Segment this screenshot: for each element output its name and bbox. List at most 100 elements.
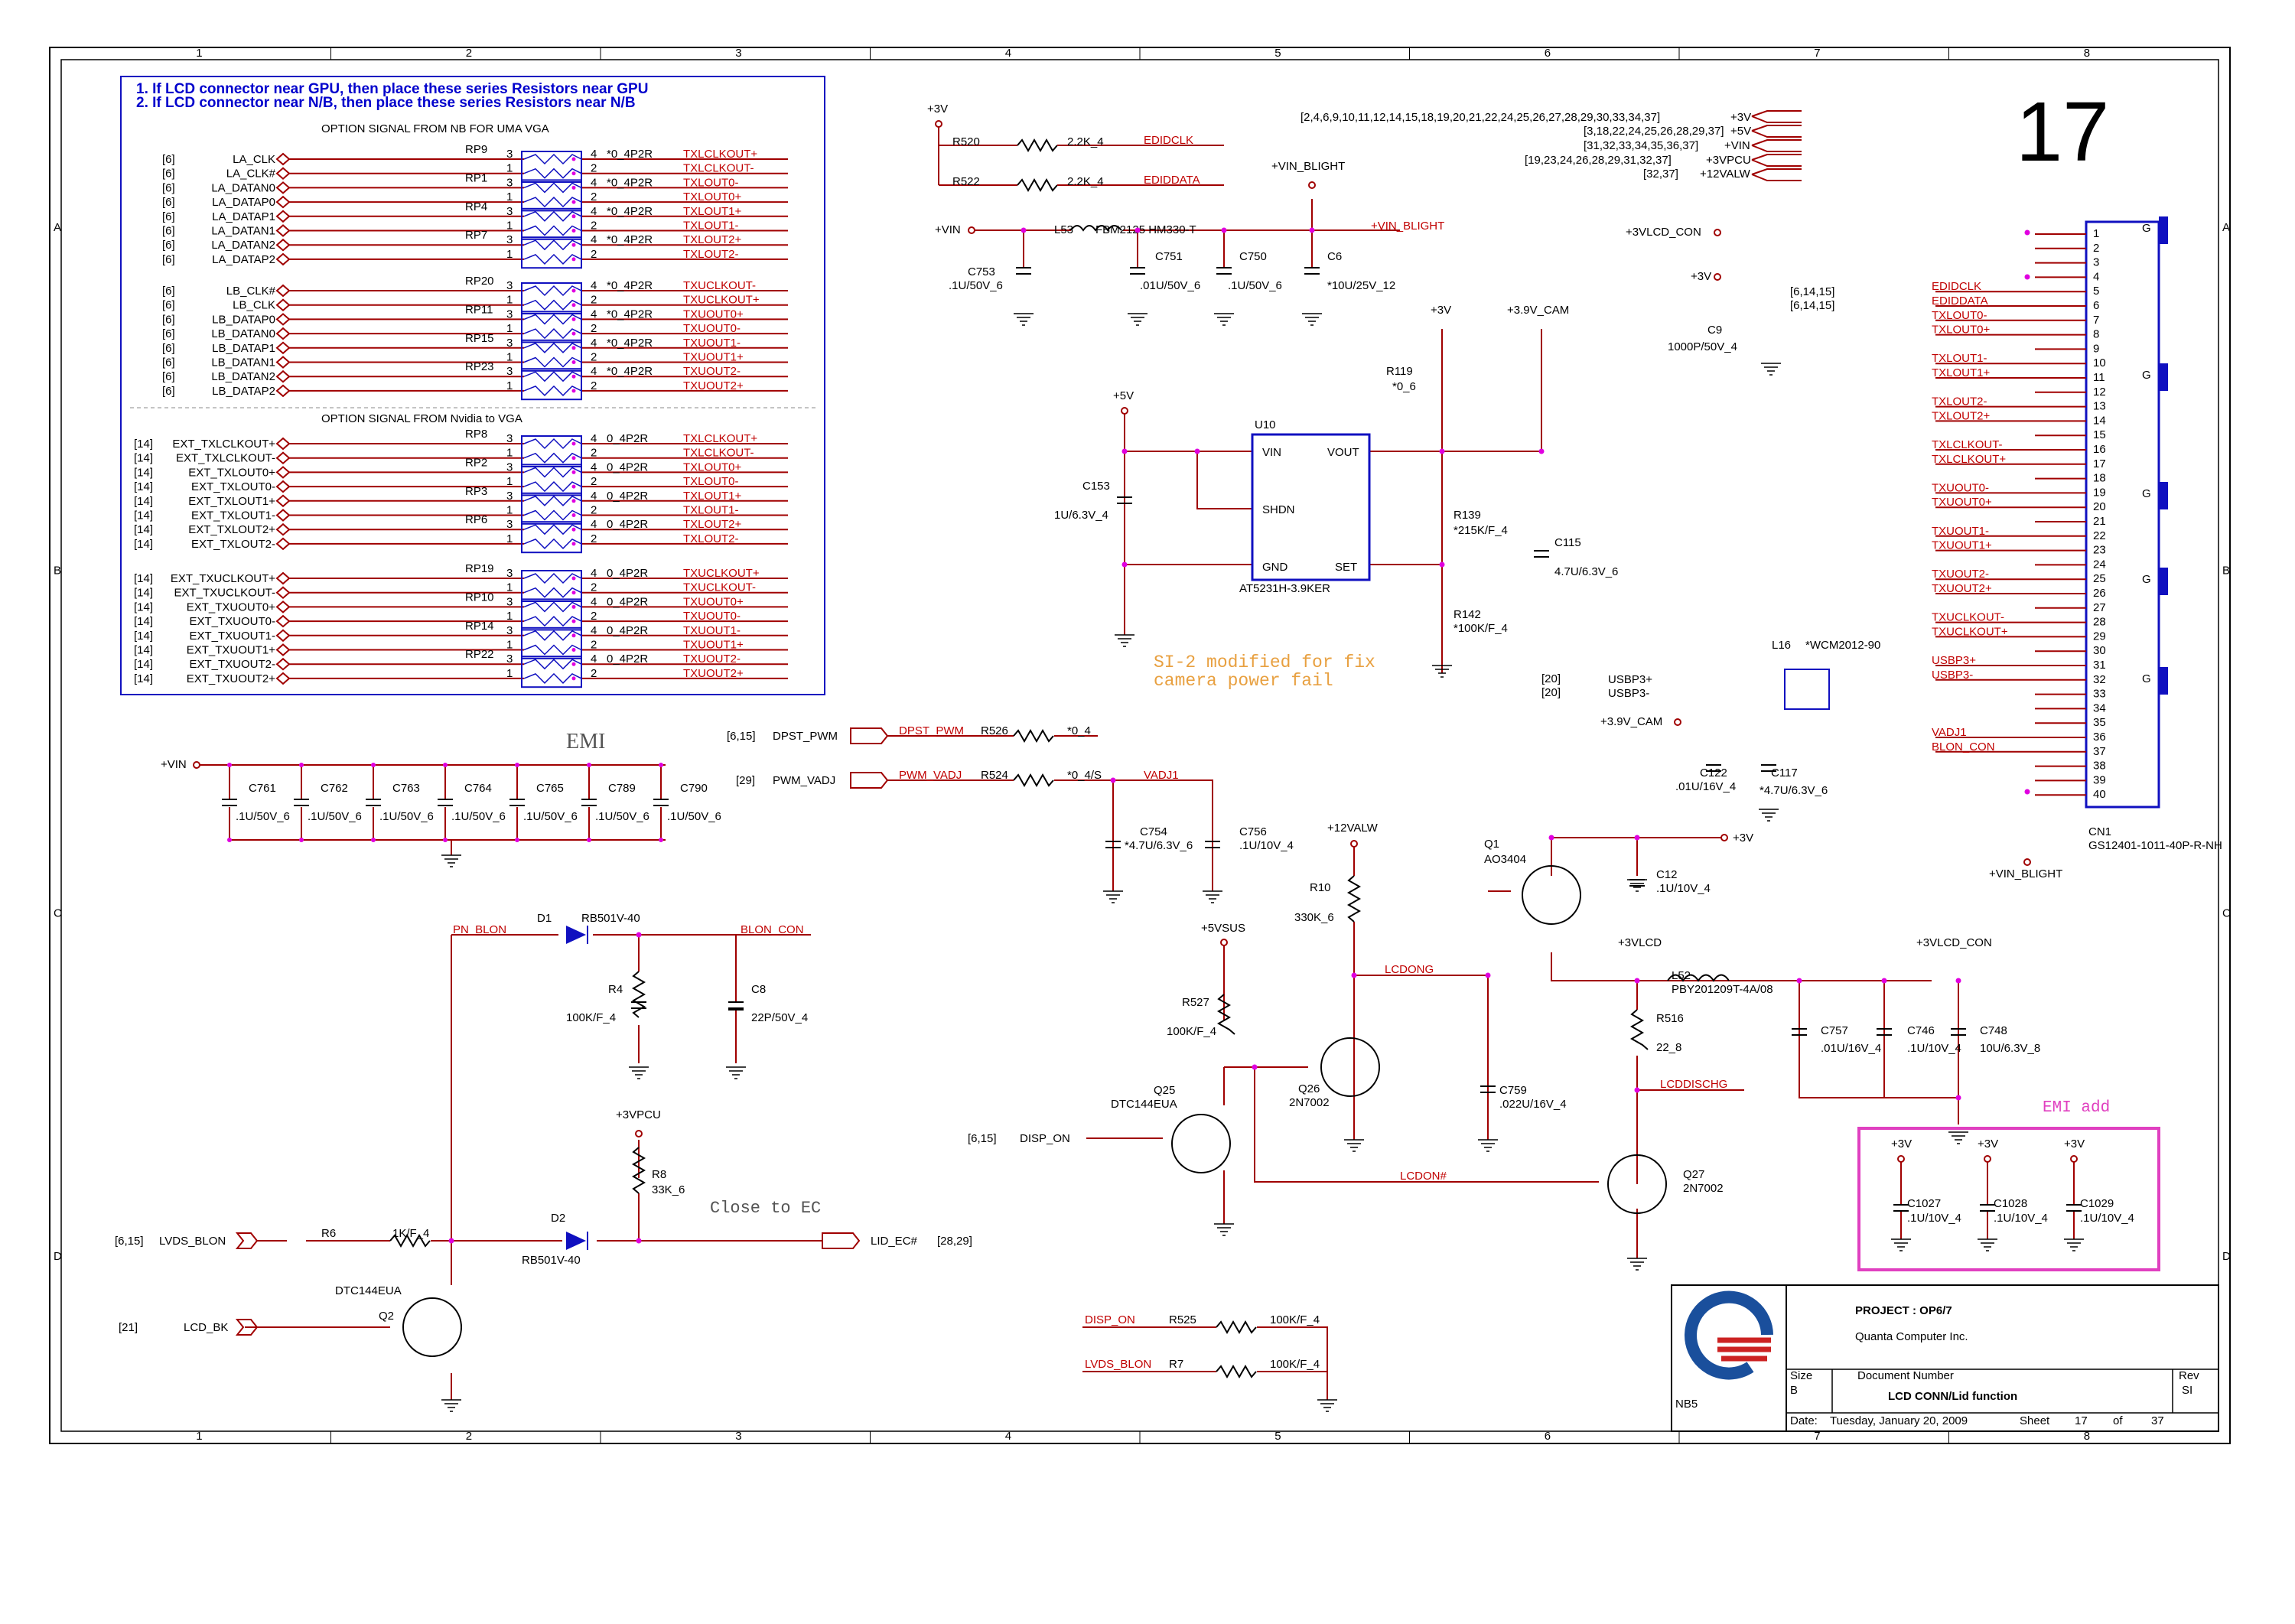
cn1-pin-number: 6 xyxy=(2093,299,2099,312)
r10-val: 330K_6 xyxy=(1294,911,1334,924)
date-value: Tuesday, January 20, 2009 xyxy=(1830,1414,1968,1427)
cn1-pin-number: 10 xyxy=(2093,356,2106,369)
rpack-pin-right: 2 xyxy=(591,667,597,680)
cn1-pin-number: 33 xyxy=(2093,688,2106,701)
c115-ref: C115 xyxy=(1554,536,1581,549)
cn1-signal: EDIDCLK xyxy=(1932,280,1981,293)
rpack-pin-right: 2 xyxy=(591,475,597,488)
rpack-input-ref: [6] xyxy=(162,168,175,181)
zone-col-top: 7 xyxy=(1814,47,1820,60)
rpack-value: *0_4P2R xyxy=(607,148,653,161)
cn1-ground-tab: G xyxy=(2142,672,2151,685)
cn1-signal: TXLOUT1+ xyxy=(1932,366,1991,379)
rpack-input-net: EXT_TXUOUT2+ xyxy=(187,672,276,685)
rpack-input-net: LB_DATAN1 xyxy=(211,356,275,369)
cn1-signal: VADJ1 xyxy=(1932,726,1967,739)
net-pwm-vadj: PWM_VADJ xyxy=(899,769,962,782)
r7-val: 100K/F_4 xyxy=(1270,1358,1320,1371)
rail-vin-blight-bottom: +VIN_BLIGHT xyxy=(1989,867,2062,880)
rpack-pin-left: 1 xyxy=(506,294,513,307)
rpack-output-net: TXUOUT0- xyxy=(683,322,741,335)
vadj-ref: [29] xyxy=(736,774,755,787)
cn1-ground-tab: G xyxy=(2142,369,2151,382)
rpack-value: 0_4P2R xyxy=(607,624,648,637)
c753-ref: C753 xyxy=(968,265,995,278)
rpack-ref: RP23 xyxy=(465,360,494,373)
cn1-pin-number: 32 xyxy=(2093,673,2106,686)
net-blon-con: BLON_CON xyxy=(741,923,804,936)
net-usbp3p-in: USBP3+ xyxy=(1608,673,1652,686)
emi-cap-value: .1U/50V_6 xyxy=(236,810,290,823)
edid-ref-clk: [6,14,15] xyxy=(1790,285,1834,298)
c12-ref: C12 xyxy=(1656,868,1678,881)
dpst-label: DPST_PWM xyxy=(773,730,838,743)
c748-ref: C748 xyxy=(1980,1024,2007,1037)
lcd-bk-label: LCD_BK xyxy=(184,1321,228,1334)
regulator-u10: +5V U10 VIN VOUT SHDN GND SET AT5231H-3.… xyxy=(1054,304,1618,699)
rpack-input-ref: [14] xyxy=(134,495,153,508)
rpack-input-net: EXT_TXLOUT1- xyxy=(191,509,275,522)
c750-val: .1U/50V_6 xyxy=(1228,279,1282,292)
note-line-1: 1. If LCD connector near GPU, then place… xyxy=(136,81,648,97)
r524-ref: R524 xyxy=(981,769,1008,782)
date-label: Date: xyxy=(1790,1414,1818,1427)
rail-3v-edid: +3V xyxy=(927,103,948,116)
rpack-pin-left: 3 xyxy=(506,653,513,666)
cn1-part: GS12401-1011-40P-R-NH xyxy=(2088,839,2222,852)
note-line-2: 2. If LCD connector near N/B, then place… xyxy=(136,95,636,111)
ref-20a: [20] xyxy=(1541,672,1561,685)
cn1-pin-number: 38 xyxy=(2093,760,2106,773)
emi-cap-value: .1U/50V_6 xyxy=(308,810,362,823)
si2-note-line-2: camera power fail xyxy=(1154,671,1333,691)
rpack-pin-right: 2 xyxy=(591,248,597,261)
emi-caps: EMI +VIN C761.1U/50V_6C762.1U/50V_6C763.… xyxy=(161,730,721,867)
rpack-value: 0_4P2R xyxy=(607,567,648,580)
rpack-output-net: TXUCLKOUT+ xyxy=(683,294,760,307)
rpack-pin-right: 2 xyxy=(591,610,597,623)
cn1-pin-number: 15 xyxy=(2093,428,2106,441)
c115-val: 4.7U/6.3V_6 xyxy=(1554,565,1618,578)
c117-ref: C117 xyxy=(1771,766,1798,779)
rpack-input-net: LA_DATAN1 xyxy=(211,225,275,238)
lcd-bk-ref: [21] xyxy=(119,1321,138,1334)
rpack-pin-right: 2 xyxy=(591,447,597,460)
rpack-ref: RP6 xyxy=(465,513,487,526)
emi-add-cap-value: .1U/10V_4 xyxy=(1907,1212,1961,1225)
c751-val: .01U/50V_6 xyxy=(1140,279,1200,292)
u10-ref: U10 xyxy=(1255,418,1276,431)
company-name: Quanta Computer Inc. xyxy=(1855,1330,1968,1343)
rpack-output-net: TXUCLKOUT- xyxy=(683,581,756,594)
rpack-pin-left: 3 xyxy=(506,205,513,218)
net-dpst: DPST_PWM xyxy=(899,724,964,737)
rpack-input-net: LB_DATAP2 xyxy=(212,385,275,398)
rpack-input-ref: [14] xyxy=(134,523,153,536)
emi-cap-ref: C765 xyxy=(536,782,564,795)
rpack-input-ref: [14] xyxy=(134,466,153,479)
rpack-pin-left: 3 xyxy=(506,595,513,608)
cn1-signal: TXLOUT2+ xyxy=(1932,409,1991,422)
rpack-input-ref: [6] xyxy=(162,356,175,369)
zone-col-bottom: 2 xyxy=(466,1430,472,1443)
rpack-input-ref: [14] xyxy=(134,630,153,643)
cn1-pin-number: 14 xyxy=(2093,414,2106,427)
rpack-input-net: LA_CLK# xyxy=(226,168,276,181)
u10-pin-shdn: SHDN xyxy=(1262,503,1295,516)
rpack-value: *0_4P2R xyxy=(607,337,653,350)
net-ediddata-a: EDIDDATA xyxy=(1144,174,1200,187)
net-usbp3n-in: USBP3- xyxy=(1608,687,1649,700)
emi-add-cap-ref: C1027 xyxy=(1907,1197,1941,1210)
rpack-pin-right: 4 xyxy=(591,233,597,246)
project-title: PROJECT : OP6/7 xyxy=(1855,1304,1952,1317)
rpack-pin-left: 1 xyxy=(506,532,513,545)
rpack-input-net: LB_DATAP0 xyxy=(212,313,275,326)
cn1-pin-number: 37 xyxy=(2093,745,2106,758)
rpack-pin-right: 4 xyxy=(591,365,597,378)
lvds-ref: [6,15] xyxy=(115,1235,144,1248)
emi-cap-ref: C763 xyxy=(392,782,420,795)
rail-5v-reg: +5V xyxy=(1113,389,1134,402)
cn1-pin-number: 25 xyxy=(2093,572,2106,585)
c153-ref: C153 xyxy=(1082,480,1110,493)
rpack-output-net: TXLOUT0- xyxy=(683,475,739,488)
power-legend-refs-4: [32,37] xyxy=(1643,168,1678,181)
rpack-pin-right: 4 xyxy=(591,653,597,666)
